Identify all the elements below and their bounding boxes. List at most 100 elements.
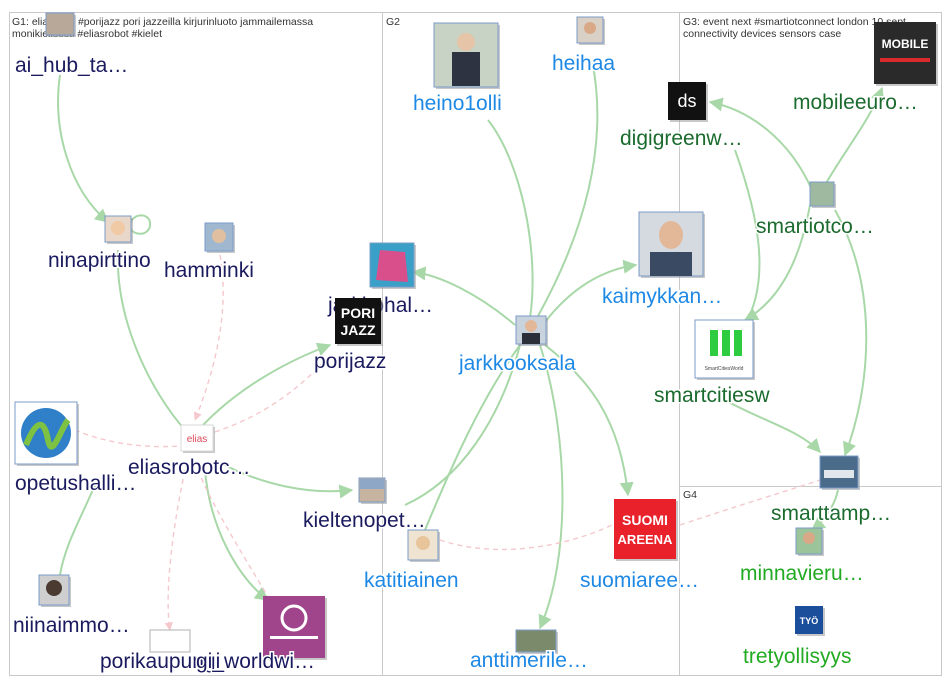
node-katitiainen[interactable]: katitiainen (363, 529, 460, 594)
node-label: digigreenw… (620, 127, 743, 150)
node-smartcitiesw[interactable]: SmartCitiesWorld smartcitiesw (653, 319, 772, 409)
edge-eliasrobotc-kieltenopet (214, 459, 354, 499)
profile-face (525, 320, 537, 332)
node-label: smarttamp… (771, 502, 891, 525)
node-label: eliasrobotc… (128, 456, 251, 479)
node-label: minnavieru… (740, 562, 864, 585)
node-label: smartiotco… (756, 215, 874, 238)
node-label: heihaa (552, 52, 615, 75)
suomiareena-logo-icon (614, 499, 676, 559)
profile-face (584, 22, 596, 34)
node-kaimykkan[interactable]: kaimykkan… (601, 211, 724, 310)
profile-avatar-icon (45, 12, 75, 36)
node-eliasrobotc[interactable]: elias eliasrobotc… (127, 424, 252, 481)
node-label: katitiainen (364, 569, 459, 592)
smart-cities-logo-text: SmartCitiesWorld (705, 366, 744, 372)
edge-ninapirttino-selfloop (129, 214, 152, 235)
profile-body (452, 52, 480, 86)
ds-logo-text: ds (677, 91, 696, 111)
edge-porijazz-eliasrobotc (214, 354, 331, 433)
edge-jarkkooksala-heino1olli (487, 119, 534, 319)
node-jarkkooksala[interactable]: jarkkooksala (457, 315, 578, 377)
group-g3-label-line2: connectivity devices sensors case (683, 28, 841, 40)
node-niinaimmo[interactable]: niinaimmo… (12, 574, 131, 639)
pori-jazz-logo-icon (335, 298, 381, 344)
edge-smartiotco-smartcitiesw (743, 204, 811, 321)
node-label: niinaimmo… (13, 614, 130, 637)
suomiareena-logo-line1: SUOMI (622, 512, 668, 528)
node-anttimerile[interactable]: anttimerile… (469, 629, 589, 674)
node-gi-worldwi[interactable]: gi_worldwi… (195, 596, 327, 675)
ds-logo-icon (668, 82, 706, 120)
node-label: anttimerile… (470, 649, 588, 672)
node-label: hamminki (164, 259, 254, 282)
smart-cities-logo-mark2 (722, 330, 730, 356)
node-label: porijazz (314, 350, 386, 373)
node-suomiareena[interactable]: SUOMI AREENA suomiaree… (579, 499, 701, 594)
node-minnavieru[interactable]: minnavieru… (739, 527, 865, 587)
group-g4-box (679, 486, 942, 676)
edge-eliasrobotc-porijazz (189, 342, 332, 441)
pori-jazz-logo-line1: PORI (341, 305, 375, 321)
profile-face (376, 250, 408, 282)
node-label: porikaupungi (100, 650, 220, 673)
node-hamminki[interactable]: hamminki (163, 222, 255, 284)
node-porijazz[interactable]: PORI JAZZ porijazz (313, 298, 388, 375)
edge-smartiotco-smarttamp (834, 209, 868, 457)
edge-ninapirttino-eliasrobotc (116, 249, 186, 431)
group-g3-label-line1: G3: event next #smartiotconnect london 1… (683, 16, 906, 28)
group-labels: G1: elias kids #porijazz pori jazzeilla … (12, 16, 906, 501)
edge-eliasrobotc-porikaupungi (164, 469, 186, 631)
node-label: smartcitiesw (654, 384, 770, 407)
mobile-europe-logo-icon (874, 22, 936, 84)
profile-body (522, 333, 540, 344)
profile-avatar-icon (515, 629, 557, 653)
node-label: opetushalli… (15, 472, 136, 495)
node-smarttamp[interactable]: smarttamp… (770, 455, 893, 527)
node-porikaupungi[interactable]: porikaupungi (99, 629, 222, 675)
node-mobileeuro[interactable]: MOBILE mobileeuro… (792, 22, 938, 116)
node-label: mobileeuro… (793, 91, 918, 114)
edge-goethe-eliasrobotc (199, 474, 271, 601)
node-smartiotco[interactable]: smartiotco… (755, 181, 875, 240)
pori-jazz-logo-line2: JAZZ (341, 322, 376, 338)
node-label: ninapirttino (48, 249, 151, 272)
edge-aihub-ninapirttino (57, 74, 110, 223)
node-ai-hub[interactable]: ai_hub_ta… (14, 12, 130, 79)
edge-jarkkooksala-katitiainen (424, 344, 521, 531)
node-kieltenopet[interactable]: kieltenopet… (302, 477, 427, 534)
edge-jarkkooksala-heihaa (537, 59, 599, 317)
edge-smartiotco-digigreenw (708, 97, 813, 191)
profile-avatar-icon (809, 181, 835, 207)
node-label: tretyollisyys (743, 645, 852, 668)
profile-face (212, 229, 226, 243)
node-label: ai_hub_ta… (15, 54, 128, 77)
node-label: suomiaree… (580, 569, 699, 592)
edge-jarkkooksala-kieltenopet (404, 344, 521, 506)
profile-sky (360, 479, 384, 489)
mobile-europe-logo-text: MOBILE (882, 37, 929, 51)
node-ninapirttino[interactable]: ninapirttino (47, 215, 152, 274)
goethe-logo-bar (270, 636, 318, 639)
elias-logo-text: elias (187, 434, 208, 445)
edge-opetushalli-eliasrobotc (74, 429, 181, 448)
node-label: kaimykkan… (602, 285, 722, 308)
node-digigreenw[interactable]: ds digigreenw… (619, 82, 744, 152)
node-heihaa[interactable]: heihaa (551, 16, 617, 77)
node-label: gi_worldwi… (196, 650, 315, 673)
edge-digigreenw-smartcitiesw (734, 149, 761, 326)
profile-avatar-icon (149, 629, 191, 653)
mobile-europe-logo-bar (880, 58, 930, 62)
profile-face (46, 580, 62, 596)
edge-jarkkooksala-kaimykkan (544, 259, 638, 323)
group-g1-label-line1: G1: elias kids #porijazz pori jazzeilla … (12, 16, 313, 28)
edge-smarttamp-minnavieru (810, 489, 839, 531)
profile-face (111, 221, 125, 235)
node-tretyollisyys[interactable]: TYÖ tretyollisyys (742, 606, 853, 670)
profile-face (659, 221, 683, 249)
edges (57, 59, 885, 631)
node-opetushalli[interactable]: opetushalli… (14, 401, 138, 497)
node-heino1olli[interactable]: heino1olli (412, 22, 503, 117)
elias-logo-icon (180, 424, 214, 452)
